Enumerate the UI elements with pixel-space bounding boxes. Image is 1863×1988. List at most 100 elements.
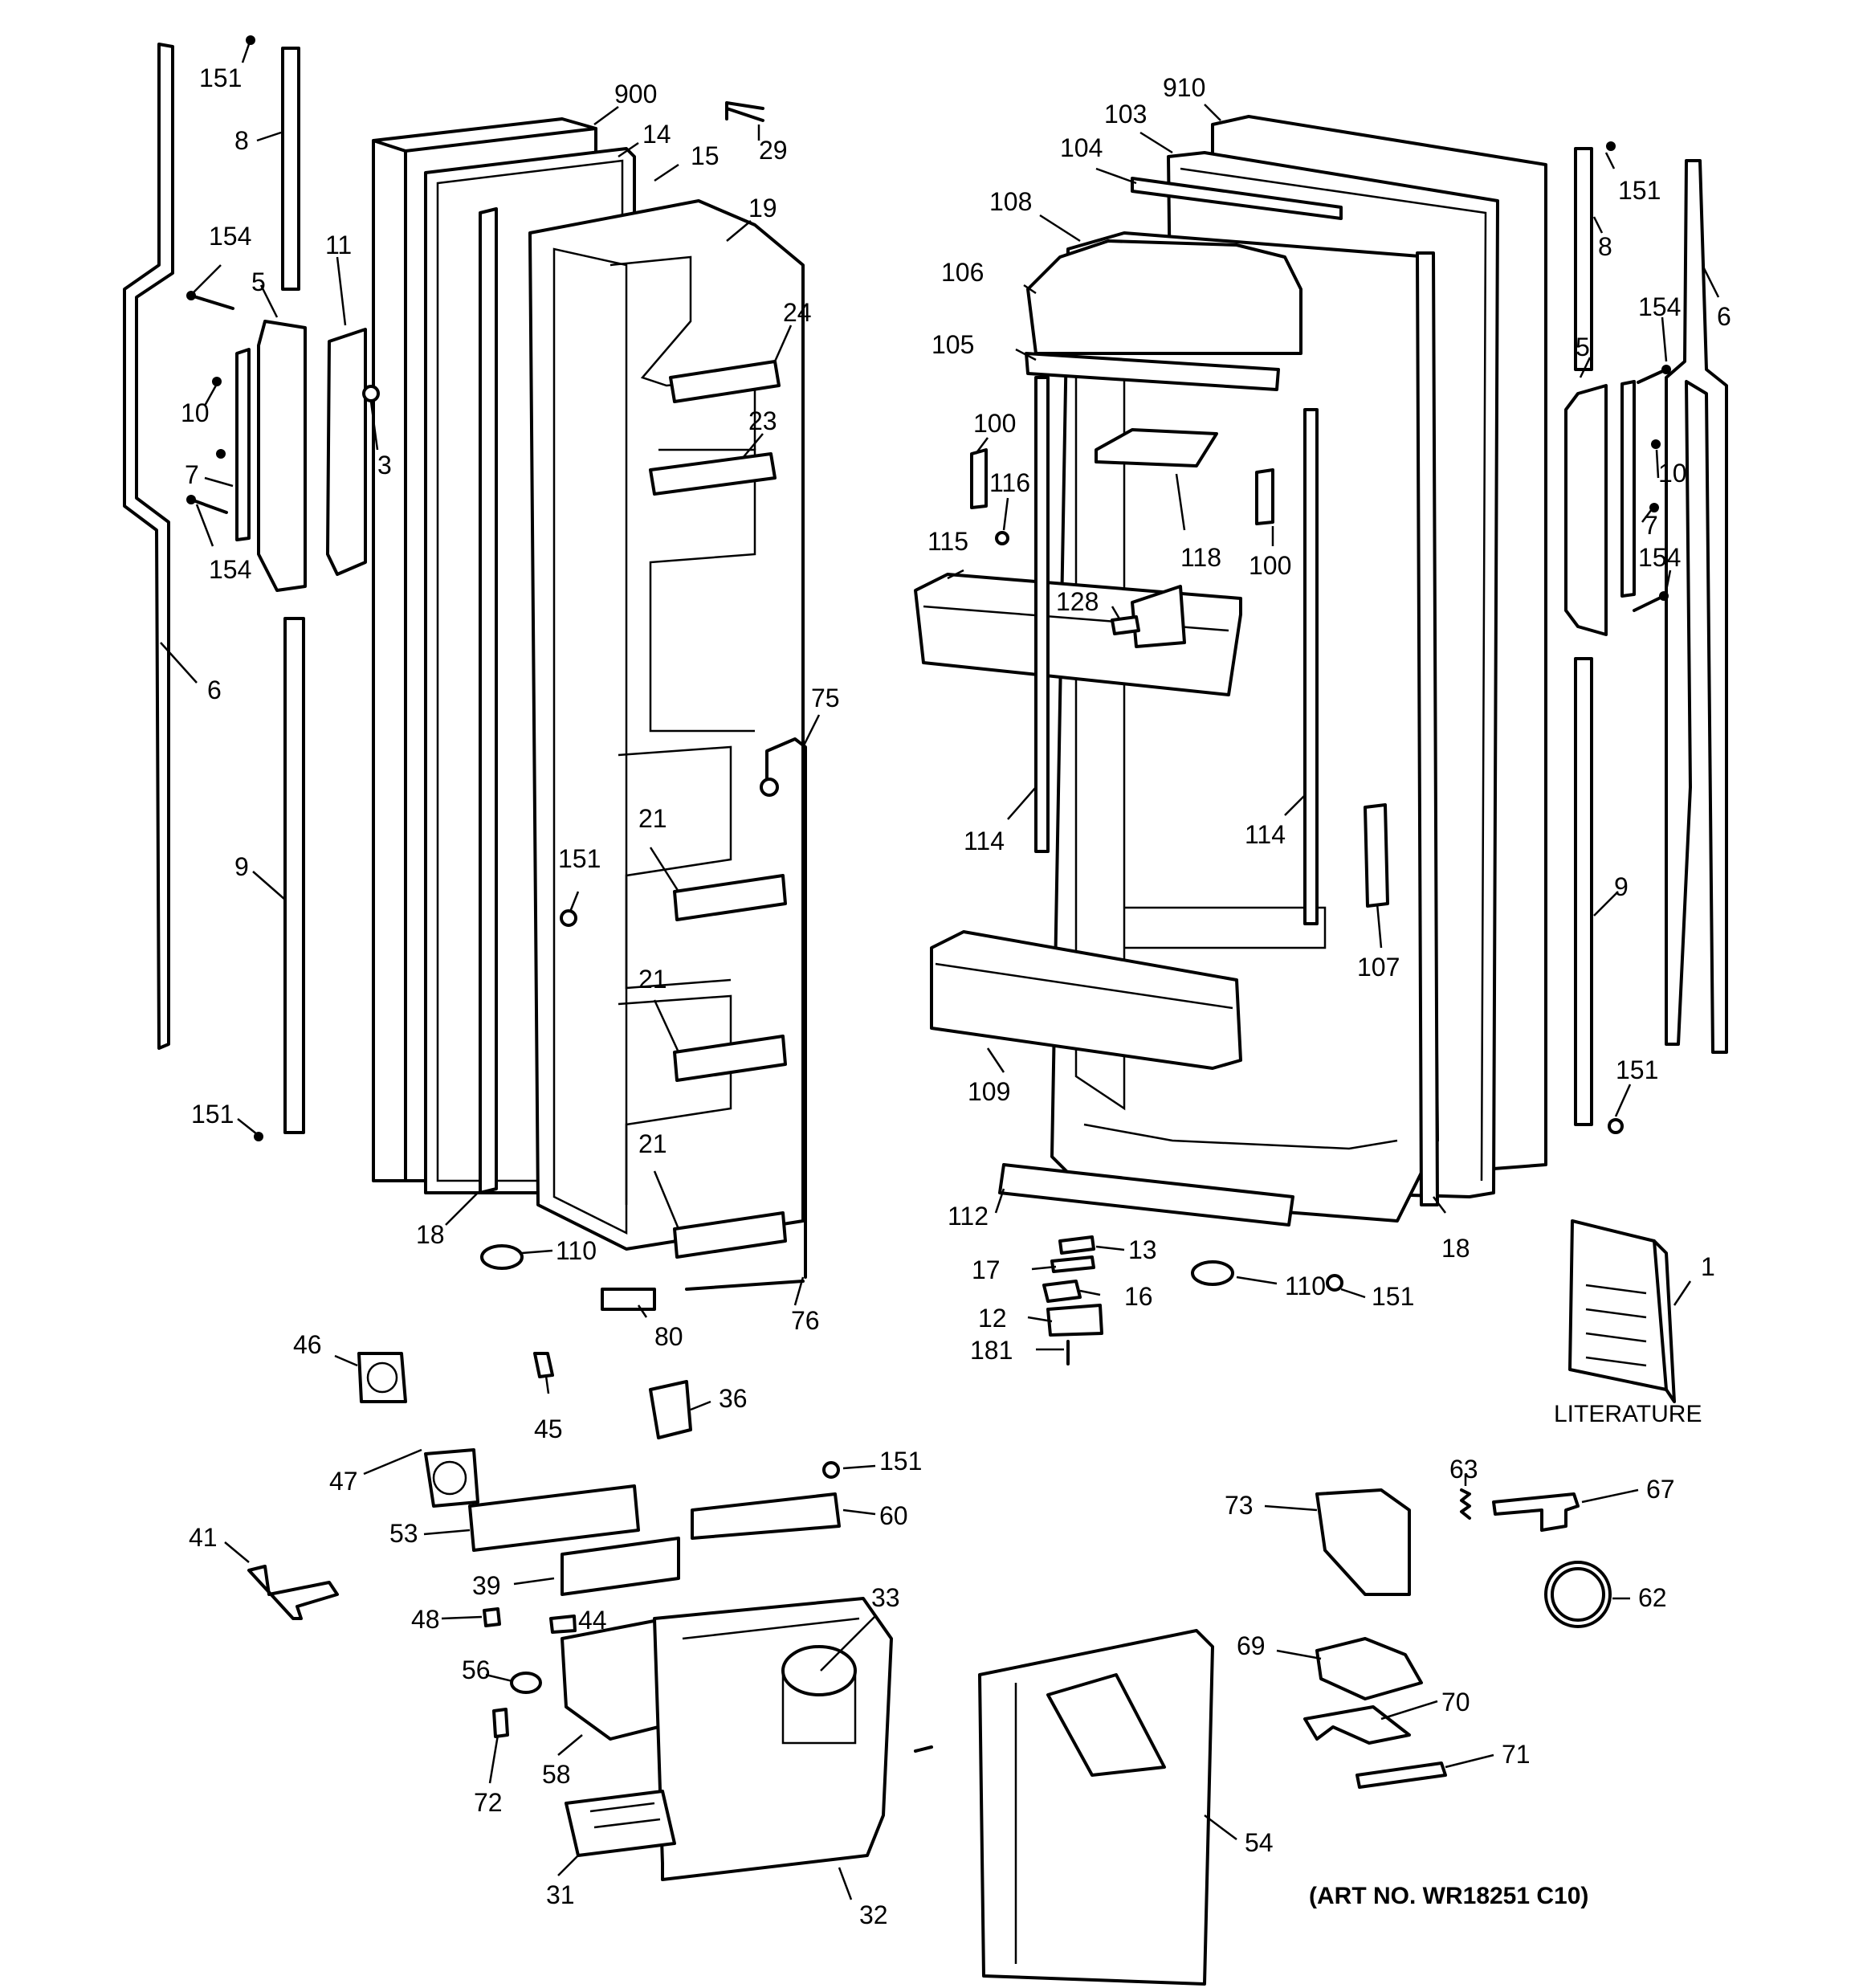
callout-29: 29 <box>759 136 788 165</box>
callout-151b: 151 <box>558 844 601 873</box>
callout-21c: 21 <box>638 1129 667 1158</box>
water-tube-parts <box>480 737 807 1311</box>
literature-booklet <box>1568 1219 1676 1403</box>
callout-31: 31 <box>546 1880 575 1909</box>
callout-62: 62 <box>1638 1583 1667 1612</box>
callout-3: 3 <box>377 451 392 480</box>
callout-17: 17 <box>972 1255 1001 1284</box>
callout-labels: 151 8 900 29 14 15 19 154 11 5 24 10 3 7… <box>181 63 1731 1929</box>
callout-10b: 10 <box>1658 459 1687 488</box>
callout-107: 107 <box>1357 953 1400 982</box>
callout-118: 118 <box>1180 543 1221 572</box>
callout-41: 41 <box>189 1523 218 1552</box>
callout-21b: 21 <box>638 965 667 994</box>
callout-32: 32 <box>859 1900 888 1929</box>
callout-46: 46 <box>293 1330 322 1359</box>
callout-75: 75 <box>811 684 840 712</box>
callout-13: 13 <box>1128 1235 1157 1264</box>
callout-9b: 9 <box>1614 872 1629 901</box>
callout-110: 110 <box>556 1236 597 1265</box>
callout-1: 1 <box>1701 1252 1715 1281</box>
callout-47: 47 <box>329 1467 358 1496</box>
callout-21a: 21 <box>638 804 667 833</box>
callout-73: 73 <box>1225 1491 1254 1520</box>
callout-15: 15 <box>691 141 720 170</box>
callout-154: 154 <box>209 222 251 251</box>
callout-9: 9 <box>234 852 249 881</box>
callout-10: 10 <box>181 398 210 427</box>
callout-151: 151 <box>199 63 242 92</box>
callout-104: 104 <box>1060 133 1103 162</box>
callout-151e: 151 <box>1618 176 1661 205</box>
callout-48: 48 <box>411 1605 440 1634</box>
callout-23: 23 <box>748 406 777 435</box>
callout-116: 116 <box>989 468 1030 497</box>
callout-128: 128 <box>1056 587 1099 616</box>
callout-60: 60 <box>879 1501 908 1530</box>
right-door-assembly <box>914 115 1547 1365</box>
callout-33: 33 <box>871 1583 900 1612</box>
callout-114: 114 <box>964 827 1005 855</box>
callout-71: 71 <box>1502 1740 1531 1769</box>
callout-154d: 154 <box>1638 543 1681 572</box>
callout-11: 11 <box>325 231 352 259</box>
callout-5b: 5 <box>1576 333 1590 361</box>
callout-151f: 151 <box>1616 1055 1658 1084</box>
callout-67: 67 <box>1646 1475 1675 1504</box>
left-trim-parts <box>123 35 764 1141</box>
callout-16: 16 <box>1124 1282 1153 1311</box>
callout-8: 8 <box>234 126 249 155</box>
callout-181: 181 <box>970 1336 1013 1365</box>
callout-109: 109 <box>968 1077 1010 1106</box>
callout-18: 18 <box>416 1220 445 1249</box>
callout-18b: 18 <box>1441 1234 1470 1263</box>
callout-115: 115 <box>927 527 968 556</box>
callout-106: 106 <box>941 258 984 287</box>
callout-108: 108 <box>989 187 1032 216</box>
callout-5: 5 <box>251 267 266 296</box>
callout-103: 103 <box>1104 100 1147 129</box>
left-door-assembly <box>372 117 805 1259</box>
callout-39: 39 <box>472 1571 501 1600</box>
callout-110b: 110 <box>1285 1272 1326 1300</box>
callout-36: 36 <box>719 1384 748 1413</box>
callout-105: 105 <box>932 330 974 359</box>
callout-112: 112 <box>948 1202 989 1231</box>
art-number: (ART NO. WR18251 C10) <box>1309 1883 1588 1909</box>
callout-70: 70 <box>1441 1688 1470 1717</box>
callout-58: 58 <box>542 1760 571 1789</box>
callout-44: 44 <box>578 1606 607 1635</box>
callout-100: 100 <box>973 409 1016 438</box>
dispenser-parts <box>247 1352 1612 1986</box>
callout-80: 80 <box>654 1322 683 1351</box>
callout-100b: 100 <box>1249 551 1291 580</box>
callout-7: 7 <box>185 460 199 489</box>
callout-69: 69 <box>1237 1631 1266 1660</box>
callout-45: 45 <box>534 1414 563 1443</box>
callout-76: 76 <box>791 1306 820 1335</box>
callout-leaders <box>160 43 1720 1900</box>
callout-8b: 8 <box>1598 232 1612 261</box>
callout-56: 56 <box>462 1655 491 1684</box>
callout-154b: 154 <box>209 555 251 584</box>
callout-12: 12 <box>978 1304 1007 1333</box>
callout-6b: 6 <box>1717 302 1731 331</box>
callout-154c: 154 <box>1638 292 1681 321</box>
callout-63: 63 <box>1449 1455 1478 1484</box>
callout-900: 900 <box>614 80 657 108</box>
callout-24: 24 <box>783 298 812 327</box>
callout-151c: 151 <box>191 1100 234 1129</box>
callout-7b: 7 <box>1644 511 1658 540</box>
callout-14: 14 <box>642 120 671 149</box>
right-trim-parts <box>1564 141 1728 1134</box>
callout-19: 19 <box>748 194 777 222</box>
callout-53: 53 <box>389 1519 418 1548</box>
callout-910: 910 <box>1163 73 1205 102</box>
callout-151g: 151 <box>879 1447 922 1476</box>
callout-151d: 151 <box>1372 1282 1414 1311</box>
callout-72: 72 <box>474 1788 503 1817</box>
callout-6: 6 <box>207 676 222 704</box>
callout-54: 54 <box>1245 1828 1274 1857</box>
